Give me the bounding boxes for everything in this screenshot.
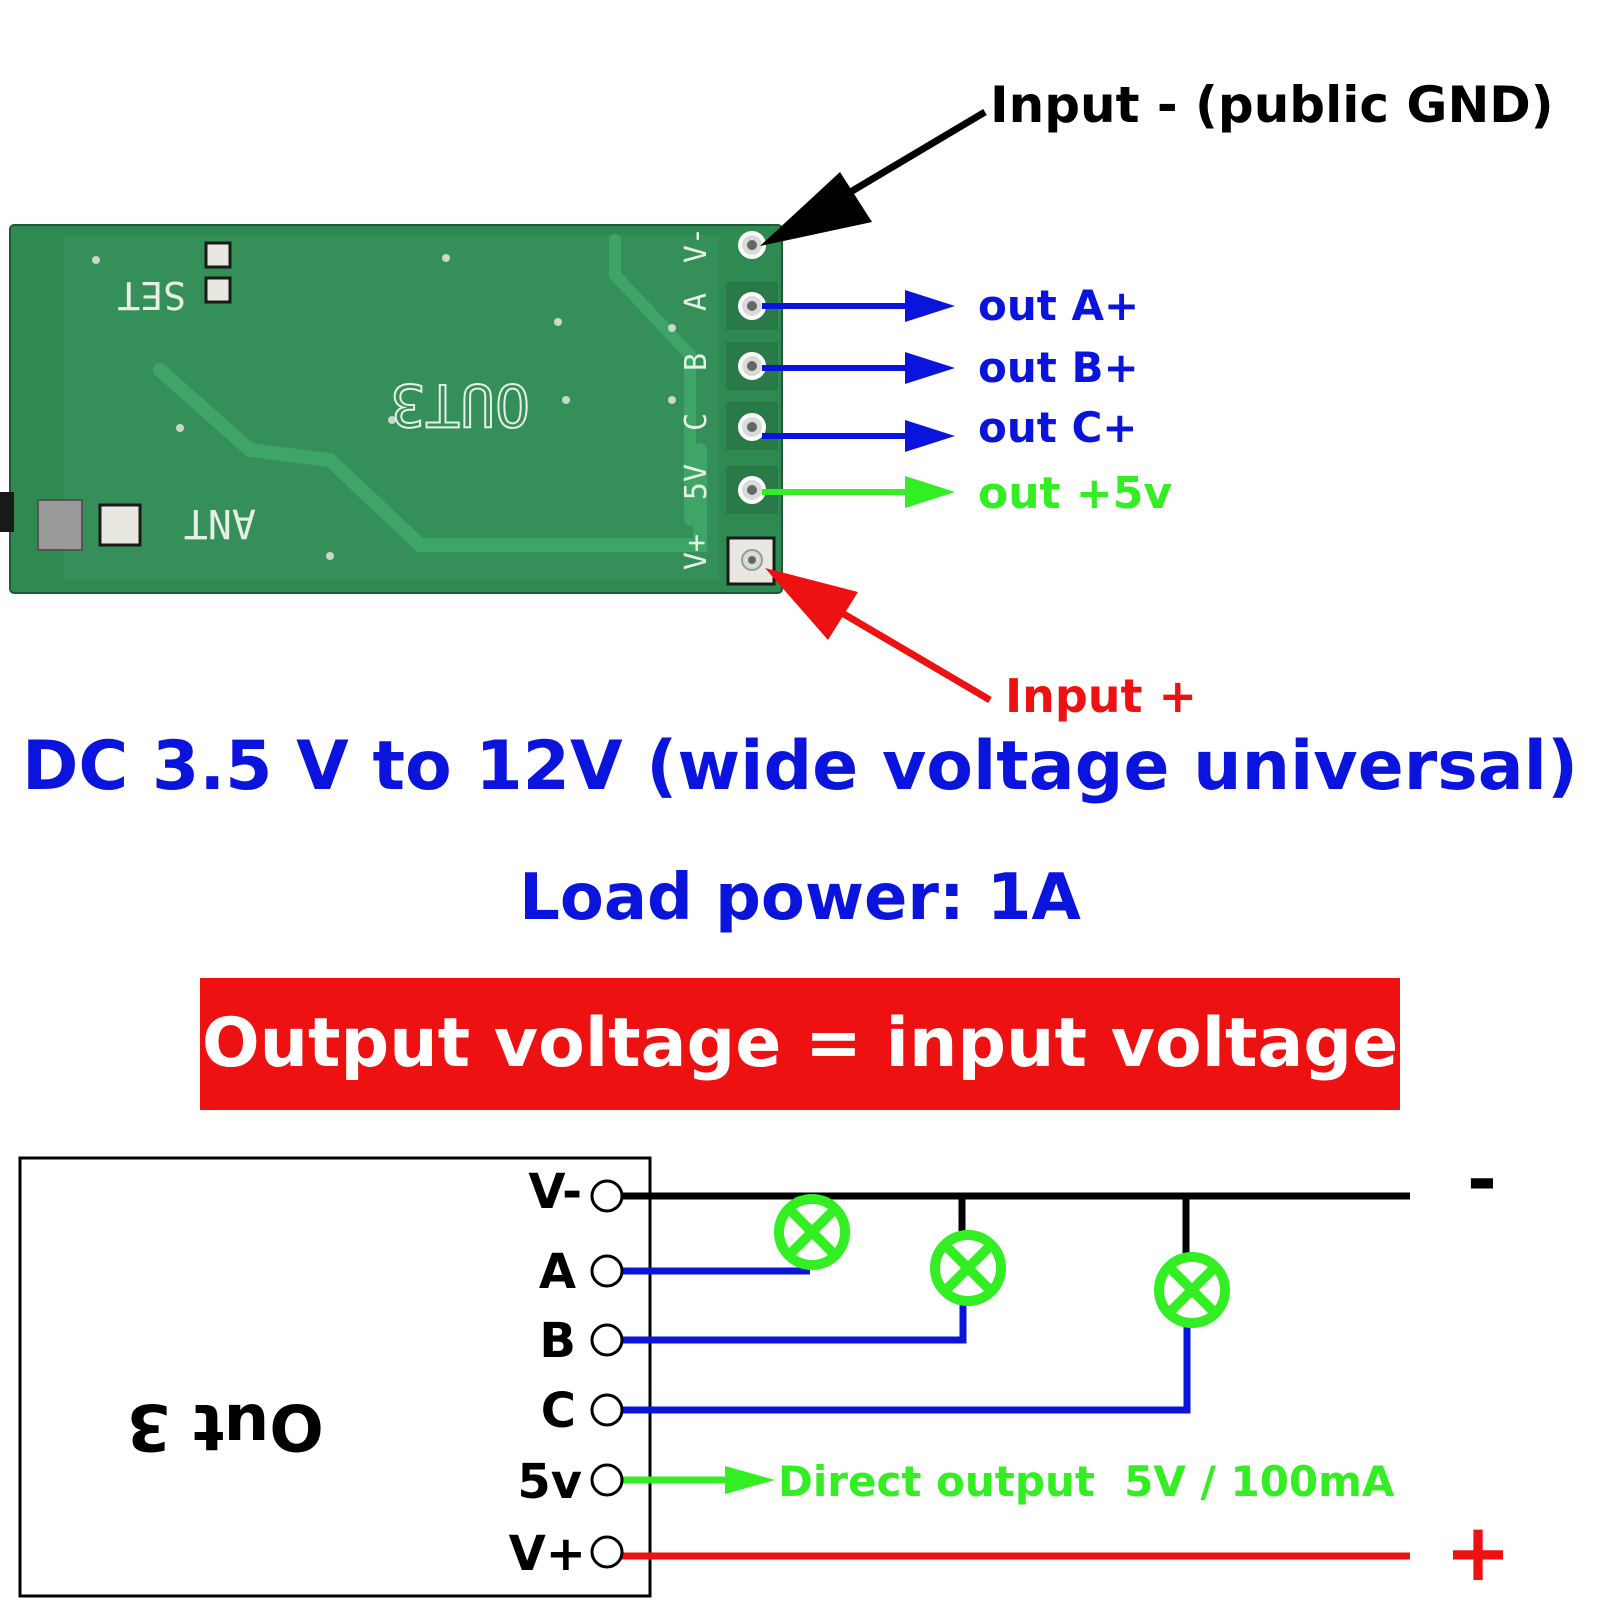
pin-silk-v-minus: V- (679, 227, 714, 263)
terminal-c (590, 1393, 624, 1427)
pin-silk-5v: 5V (679, 464, 714, 500)
pcb-board: SET OUT3 ANT V- A B C 5V V+ (0, 224, 783, 594)
terminal-5v (590, 1463, 624, 1497)
minus-sign: - (1467, 1137, 1497, 1221)
via (388, 416, 396, 424)
via (92, 256, 100, 264)
schematic-pin-c: C (541, 1383, 576, 1439)
terminal-v-plus (590, 1535, 624, 1569)
silk-out-label: OUT3 (390, 371, 530, 439)
lamp-icon (930, 1230, 1006, 1306)
terminal-a (590, 1254, 624, 1288)
via (554, 318, 562, 326)
pin-pad-square (726, 536, 776, 586)
callout-out-5v: out +5v (978, 468, 1172, 519)
callout-out-a: out A+ (978, 281, 1139, 330)
out-5v-arrowhead (905, 476, 955, 508)
pcb-trace (609, 234, 696, 526)
via (668, 324, 676, 332)
module-label: Out 3 (126, 1389, 323, 1463)
output-voltage-heading: Output voltage = input voltage (201, 1004, 1399, 1083)
lamp-icon (1154, 1252, 1230, 1328)
via (326, 552, 334, 560)
callout-gnd: Input - (public GND) (990, 76, 1554, 134)
wire-c (620, 1325, 1191, 1414)
output-voltage-banner (200, 978, 1400, 1110)
lamp-icon (774, 1194, 850, 1270)
via (176, 424, 184, 432)
input-plus-arrow-line (818, 596, 992, 704)
wire-b (620, 1300, 967, 1344)
via (562, 396, 570, 404)
via (668, 396, 676, 404)
antenna-pad (98, 503, 142, 547)
callout-input-plus: Input + (1005, 669, 1197, 723)
callouts: Input - (public GND) out A+ out B+ out C… (760, 76, 1554, 723)
plus-sign: + (1444, 1506, 1511, 1599)
schematic-pin-v-minus: V- (528, 1164, 582, 1220)
pin-silk-b: B (679, 353, 714, 371)
callout-out-c: out C+ (978, 403, 1137, 452)
pin-silk-a: A (679, 293, 714, 311)
direct-output-label: Direct output 5V / 100mA (778, 1457, 1395, 1506)
pcb-trace (153, 363, 707, 552)
voltage-range-heading: DC 3.5 V to 12V (wide voltage universal) (21, 727, 1579, 806)
wire-5v-arrowhead (725, 1466, 775, 1494)
pin-silk-v-plus: V+ (679, 534, 714, 570)
silk-ant-label: ANT (184, 500, 256, 546)
antenna-wire (0, 492, 14, 532)
silk-set-label: SET (117, 273, 186, 317)
callout-out-b: out B+ (978, 343, 1139, 392)
pin-silk-c: C (679, 413, 714, 431)
terminal-b (590, 1323, 624, 1357)
schematic-pin-5v: 5v (517, 1454, 582, 1510)
via (442, 254, 450, 262)
terminal-v-minus (590, 1179, 624, 1213)
input-plus-arrowhead (765, 568, 858, 640)
out-a-arrowhead (905, 290, 955, 322)
schematic: Out 3 (18, 1137, 1512, 1599)
out-c-arrowhead (905, 420, 955, 452)
module-box (18, 1156, 652, 1598)
antenna-solder-pad (37, 499, 83, 551)
schematic-pin-b: B (539, 1313, 576, 1369)
set-pad (204, 241, 232, 269)
gnd-arrowhead (760, 172, 872, 246)
out-b-arrowhead (905, 352, 955, 384)
schematic-pin-v-plus: V+ (509, 1526, 586, 1582)
set-pad (204, 276, 232, 304)
load-power-heading: Load power: 1A (519, 861, 1081, 935)
schematic-pin-a: A (539, 1244, 576, 1300)
